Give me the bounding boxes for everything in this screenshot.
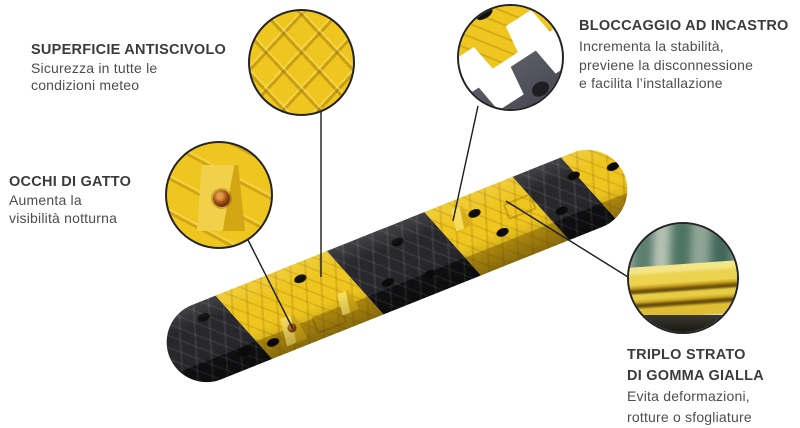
bolt-hole [529, 78, 552, 100]
connector-triple-layer [505, 200, 629, 278]
callout-text-line: condizioni meteo [31, 76, 140, 93]
callout-title: OCCHI DI GATTO [9, 174, 132, 190]
callout-triple-layer: TRIPLO STRATO DI GOMMA GIALLA Evita defo… [627, 345, 764, 427]
yellow-rubber-layers [629, 259, 737, 321]
cat-eye-detail-circle [165, 141, 273, 249]
anti-slip-surface-detail-circle [248, 9, 355, 116]
callout-cat-eyes: OCCHI DI GATTO Aumenta la visibilità not… [9, 173, 131, 227]
callout-text-line: rotture o sfogliature [627, 408, 752, 425]
callout-title: SUPERFICIE ANTISCIVOLO [31, 42, 227, 58]
callout-text-line: e facilita l’installazione [579, 75, 723, 91]
callout-text-line: Aumenta la [9, 192, 82, 208]
bolt-hole [475, 5, 495, 22]
callout-text-line: previene la disconnessione [579, 56, 754, 73]
callout-title: DI GOMMA GIALLA [627, 367, 764, 384]
interlock-joint-detail-circle [457, 4, 564, 111]
callout-interlock: BLOCCAGGIO AD INCASTRO Incrementa la sta… [579, 16, 789, 93]
callout-title: BLOCCAGGIO AD INCASTRO [579, 18, 789, 34]
callout-text-line: Incrementa la stabilità, [579, 38, 724, 54]
callout-anti-slip: SUPERFICIE ANTISCIVOLO Sicurezza in tutt… [31, 40, 226, 93]
callout-title: TRIPLO STRATO [627, 347, 746, 363]
rubber-layers-detail-circle [627, 222, 739, 334]
cat-eye-reflector [213, 190, 230, 207]
dark-base-layer [629, 314, 737, 332]
connector-interlock [452, 105, 479, 222]
connector-cat-eye [247, 239, 294, 330]
interlock-modules [457, 4, 564, 111]
callout-text-line: visibilità notturna [9, 209, 118, 226]
callout-text-line: Sicurezza in tutte le [31, 60, 158, 76]
callout-text-line: Evita deformazioni, [627, 388, 750, 404]
